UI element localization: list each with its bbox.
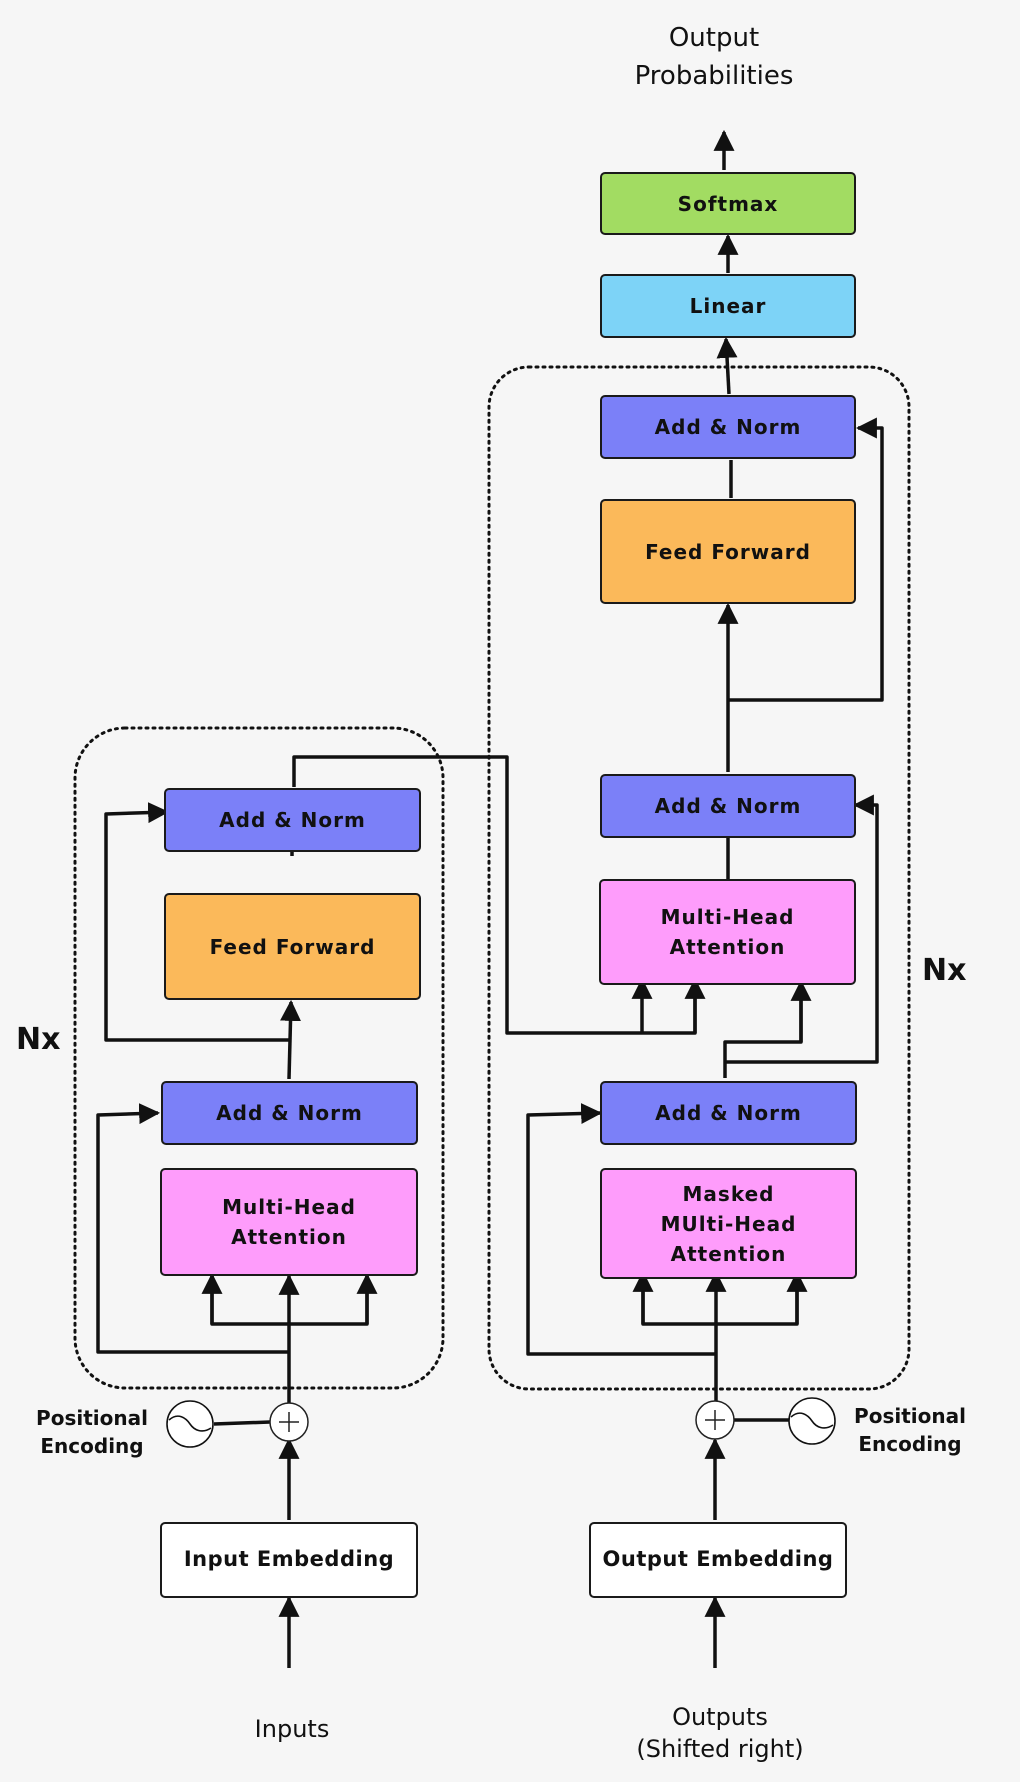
decoder-nx-label: Nx	[922, 953, 967, 988]
dec-norm-to-linear-arrow	[716, 336, 738, 395]
enc-positional-encoding-label: Positional Encoding	[36, 1406, 148, 1458]
enc-residual-2	[104, 802, 291, 1042]
input-embedding-block: Input Embedding	[160, 1522, 418, 1598]
dec-multi-head-attention-block: Multi-Head Attention	[599, 879, 856, 985]
dec-add-norm-top: Add & Norm	[600, 395, 856, 459]
softmax-block: Softmax	[600, 172, 856, 235]
dec-masked-attention-block: Masked MUlti-Head Attention	[600, 1168, 857, 1279]
output-probabilities-label: Output Probabilities	[634, 23, 794, 91]
dec-residual-1	[526, 1103, 716, 1356]
enc-add-circle	[269, 1402, 309, 1442]
output-embedding-block: Output Embedding	[589, 1522, 847, 1598]
enc-multi-head-attention-block: Multi-Head Attention	[160, 1168, 418, 1276]
dec-add-norm-mid: Add & Norm	[600, 774, 856, 838]
enc-add-norm-bottom: Add & Norm	[161, 1081, 418, 1145]
linear-block: Linear	[600, 274, 856, 338]
enc-add-norm-top: Add & Norm	[164, 788, 421, 852]
encoder-nx-label: Nx	[16, 1022, 61, 1057]
dec-add-norm-bottom: Add & Norm	[600, 1081, 857, 1145]
dec-residual-2	[725, 794, 879, 1064]
encoder-stack-border	[73, 726, 445, 1390]
dec-add-circle	[695, 1400, 735, 1440]
dec-positional-encoding-label: Positional Encoding	[854, 1404, 966, 1456]
enc-sine-icon	[166, 1400, 214, 1448]
dec-norm-to-attn	[723, 984, 803, 1078]
dec-residual-3	[728, 417, 884, 702]
enc-feed-forward-block: Feed Forward	[164, 893, 421, 1000]
outputs-label: Outputs (Shifted right)	[636, 1703, 804, 1764]
enc-residual-1	[96, 1103, 289, 1354]
dec-attn-branch	[641, 1274, 799, 1326]
dec-feed-forward-block: Feed Forward	[600, 499, 856, 604]
inputs-label: Inputs	[254, 1715, 330, 1743]
dec-sine-icon	[788, 1397, 836, 1445]
enc-pe-connector	[213, 1420, 271, 1426]
decoder-stack-border	[487, 365, 911, 1391]
